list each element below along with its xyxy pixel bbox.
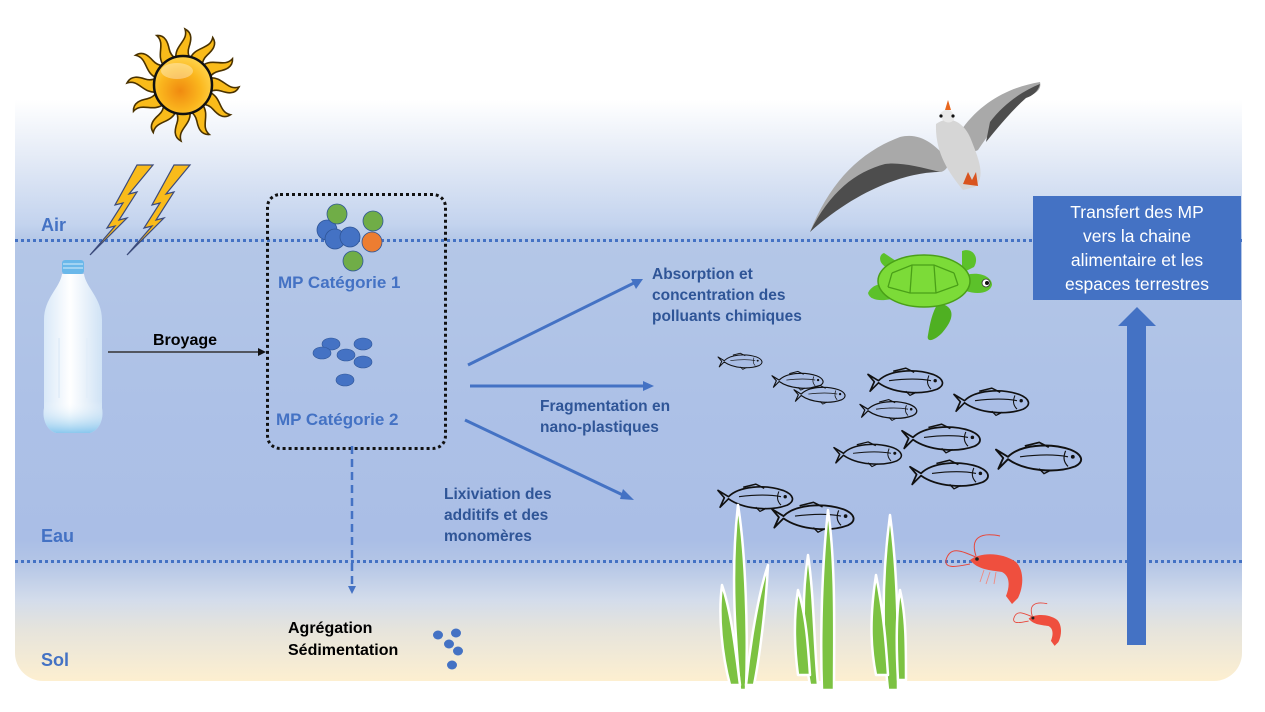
arrow-absorption — [467, 280, 637, 367]
fish — [717, 352, 763, 370]
fish — [901, 423, 981, 454]
fish — [859, 398, 918, 422]
grinding-label: Broyage — [153, 332, 218, 349]
arrow-leaching — [464, 418, 626, 498]
layer-label-water: Eau — [41, 526, 75, 546]
sun-icon — [125, 27, 241, 143]
fish — [833, 441, 903, 468]
fragmentation-label: Fragmentation en nano-plastiques — [540, 398, 671, 436]
leaching-label: Lixiviation des additifs et des monomère… — [444, 486, 552, 545]
absorption-label: Absorption et concentration des polluant… — [652, 266, 802, 325]
turtle-icon — [868, 250, 992, 341]
water-soil-boundary — [15, 560, 1242, 563]
lightning-icon — [89, 164, 192, 256]
grinding-arrow — [108, 348, 266, 356]
mp-category-1-particles — [316, 203, 384, 272]
fish — [953, 387, 1030, 417]
mp-category-2-particles — [312, 337, 373, 387]
layer-label-air: Air — [41, 215, 67, 235]
sedimentation-label: Agrégation Sédimentation — [288, 620, 399, 659]
microplastic-categories-box — [266, 193, 447, 450]
shrimp-icon — [945, 534, 1062, 646]
process-arrows — [464, 279, 654, 500]
plastic-bottle-icon — [43, 260, 103, 433]
mp-category-1-label: MP Catégorie 1 — [278, 273, 401, 292]
fish — [909, 459, 989, 490]
seagull-icon — [810, 82, 1041, 232]
fish — [995, 441, 1083, 475]
layer-label-soil: Sol — [41, 650, 70, 670]
air-water-boundary — [15, 239, 1242, 242]
transfer-up-arrow — [1118, 307, 1156, 645]
mp-category-2-label: MP Catégorie 2 — [276, 410, 399, 429]
aggregated-particles — [433, 628, 463, 670]
sedimentation-arrow — [348, 446, 356, 594]
seaweed-icon — [719, 503, 908, 692]
fish — [867, 367, 944, 397]
food-chain-transfer-box: Transfert des MP vers la chaine alimenta… — [1033, 196, 1241, 300]
